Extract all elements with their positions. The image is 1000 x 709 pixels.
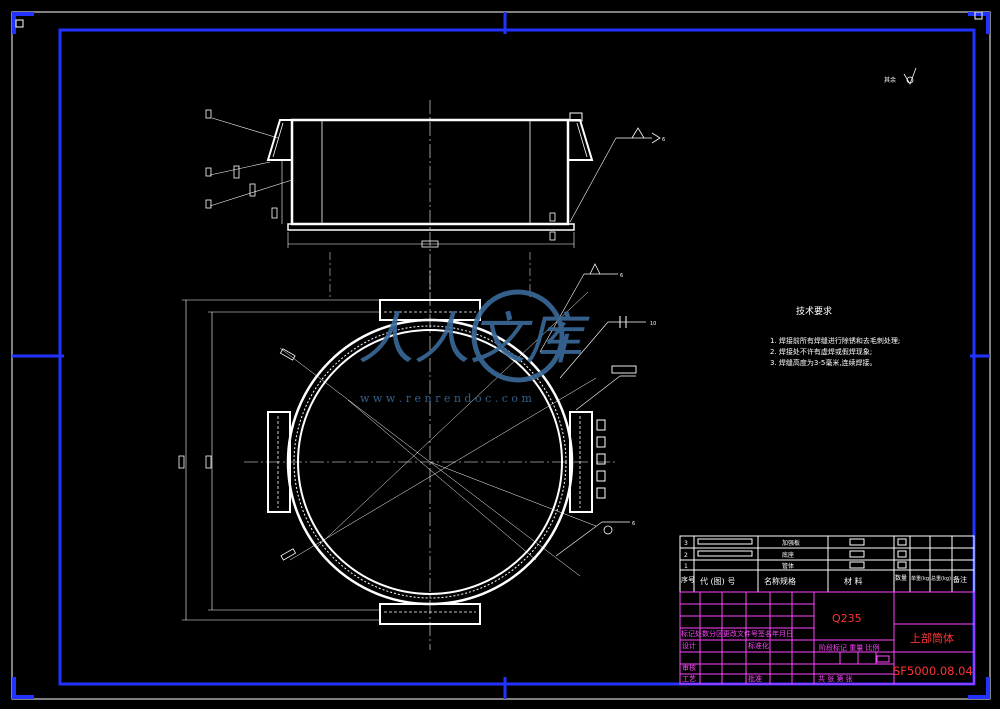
front-view	[205, 100, 661, 290]
parts-row-name-3: 加强板	[782, 539, 800, 547]
centering-marks	[12, 12, 990, 699]
designer-label: 设计	[682, 641, 696, 650]
part-title: 上部筒体	[910, 631, 954, 645]
watermark: 人人文库 w w w . r e n r e n d o c . c o m	[358, 289, 590, 405]
weld-label-top-right: 6	[662, 137, 665, 143]
parts-row-name-1: 管体	[782, 562, 794, 570]
header-remarks: 备注	[953, 575, 967, 584]
watermark-text: 人人文库	[358, 307, 590, 372]
header-unit-weight: 单重(kg)	[911, 575, 931, 582]
watermark-url: w w w . r e n r e n d o c . c o m	[360, 392, 532, 405]
header-total-weight: 总重(kg)	[931, 575, 951, 582]
sheets-label: 共 张 第 张	[818, 674, 853, 683]
weld-label-circle-upper: 6	[620, 273, 623, 279]
top-view	[178, 263, 646, 650]
parts-row-seq-2: 2	[684, 552, 688, 559]
right-lug	[568, 119, 594, 161]
corner-markers	[12, 12, 990, 699]
review-label: 审核	[682, 663, 696, 672]
parts-row-seq-1: 1	[684, 563, 688, 570]
parts-row-name-2: 底座	[782, 551, 794, 559]
title-block: 3 2 1 加强板 底座 管体 序号 代 (图) 号 名称规格 材 料 数量 单…	[679, 535, 975, 685]
material-value: Q235	[832, 612, 862, 625]
tech-requirement-3: 3. 焊缝高度为3-5毫米,连续焊接。	[770, 358, 877, 367]
stage-scale-label: 阶段标记 重量 比例	[819, 643, 879, 652]
left-lug-plan	[267, 411, 291, 513]
base-flange	[287, 223, 575, 231]
header-qty: 数量	[895, 574, 907, 582]
weld-label-circle-right: 10	[650, 321, 656, 327]
weld-label-circle-lower: 6	[632, 521, 635, 527]
tech-requirement-1: 1. 焊接前所有焊缝进行除锈和去毛刺处理;	[770, 336, 900, 345]
roughness-note: 其余	[884, 76, 896, 84]
standardization-label: 标准化	[748, 641, 769, 650]
header-material: 材 料	[844, 576, 863, 586]
drawing-number: SF5000.08.04	[893, 664, 973, 678]
header-code: 代 (图) 号	[700, 576, 735, 586]
parts-row-seq-3: 3	[684, 540, 688, 547]
header-seq: 序号	[681, 575, 695, 584]
inner-ring	[297, 329, 563, 595]
process-label: 工艺	[682, 675, 696, 683]
roughness-symbol	[903, 67, 917, 85]
tech-requirement-2: 2. 焊接处不许有虚焊或假焊现象;	[770, 347, 872, 356]
header-name: 名称规格	[764, 576, 796, 586]
frame-ticks	[15, 11, 983, 28]
revision-row: 标记处数分区更改文件号签名年月日	[681, 629, 793, 638]
approve-label: 批准	[748, 674, 762, 683]
left-lug	[266, 119, 292, 161]
right-lug-plan	[569, 411, 593, 513]
tech-requirements-title: 技术要求	[796, 305, 832, 317]
signature-grid	[679, 591, 975, 685]
bottom-lug	[379, 603, 481, 625]
